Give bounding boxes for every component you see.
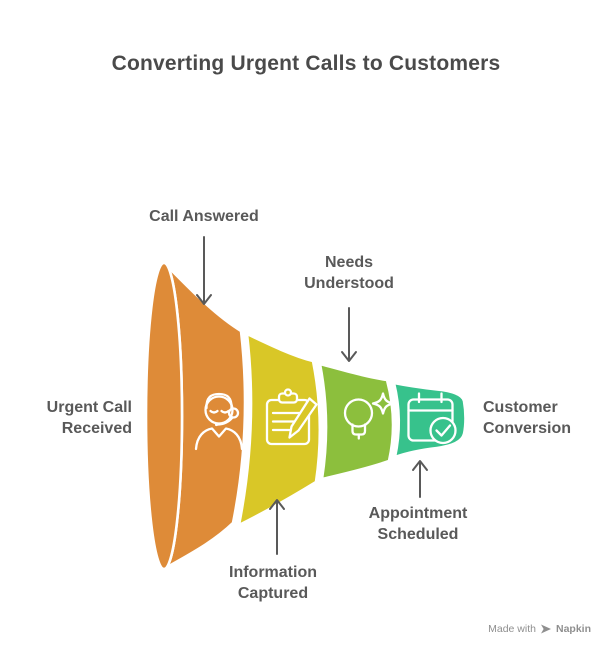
funnel-stage-needs-understood bbox=[318, 362, 395, 481]
napkin-logo-icon bbox=[540, 624, 551, 634]
funnel-stage-information-captured bbox=[237, 331, 322, 528]
stage-label-appointment-scheduled: Appointment Scheduled bbox=[368, 505, 468, 543]
watermark-brand: Napkin bbox=[555, 623, 591, 635]
support-agent-icon bbox=[194, 392, 244, 451]
stage-label-information-captured: Information Captured bbox=[229, 564, 317, 602]
clipboard-pencil-icon bbox=[265, 388, 318, 446]
arrow-to-stage-4 bbox=[412, 460, 428, 498]
diagram-title: Converting Urgent Calls to Customers bbox=[111, 52, 501, 75]
stage-label-call-answered: Call Answered bbox=[149, 208, 259, 225]
lightbulb-sparkle-icon bbox=[343, 392, 395, 440]
label-arrows bbox=[196, 236, 428, 555]
stage-label-needs-understood: Needs Understood bbox=[304, 254, 394, 292]
watermark-prefix: Made with bbox=[488, 623, 536, 635]
arrow-to-stage-2 bbox=[269, 499, 285, 555]
watermark: Made with Napkin bbox=[488, 623, 591, 635]
funnel-mouth-ellipse bbox=[144, 261, 184, 571]
funnel-stage-call-answered bbox=[144, 261, 247, 571]
funnel-stage-3-shape bbox=[318, 362, 395, 481]
funnel-stage-appointment-scheduled bbox=[392, 381, 467, 460]
funnel-stage-4-shape bbox=[392, 381, 467, 460]
funnel-entry-label: Urgent Call Received bbox=[46, 399, 132, 437]
arrow-to-stage-1 bbox=[196, 236, 212, 305]
arrow-to-stage-3 bbox=[341, 307, 357, 362]
calendar-check-icon bbox=[407, 392, 457, 445]
funnel-exit-label: Customer Conversion bbox=[483, 399, 572, 437]
